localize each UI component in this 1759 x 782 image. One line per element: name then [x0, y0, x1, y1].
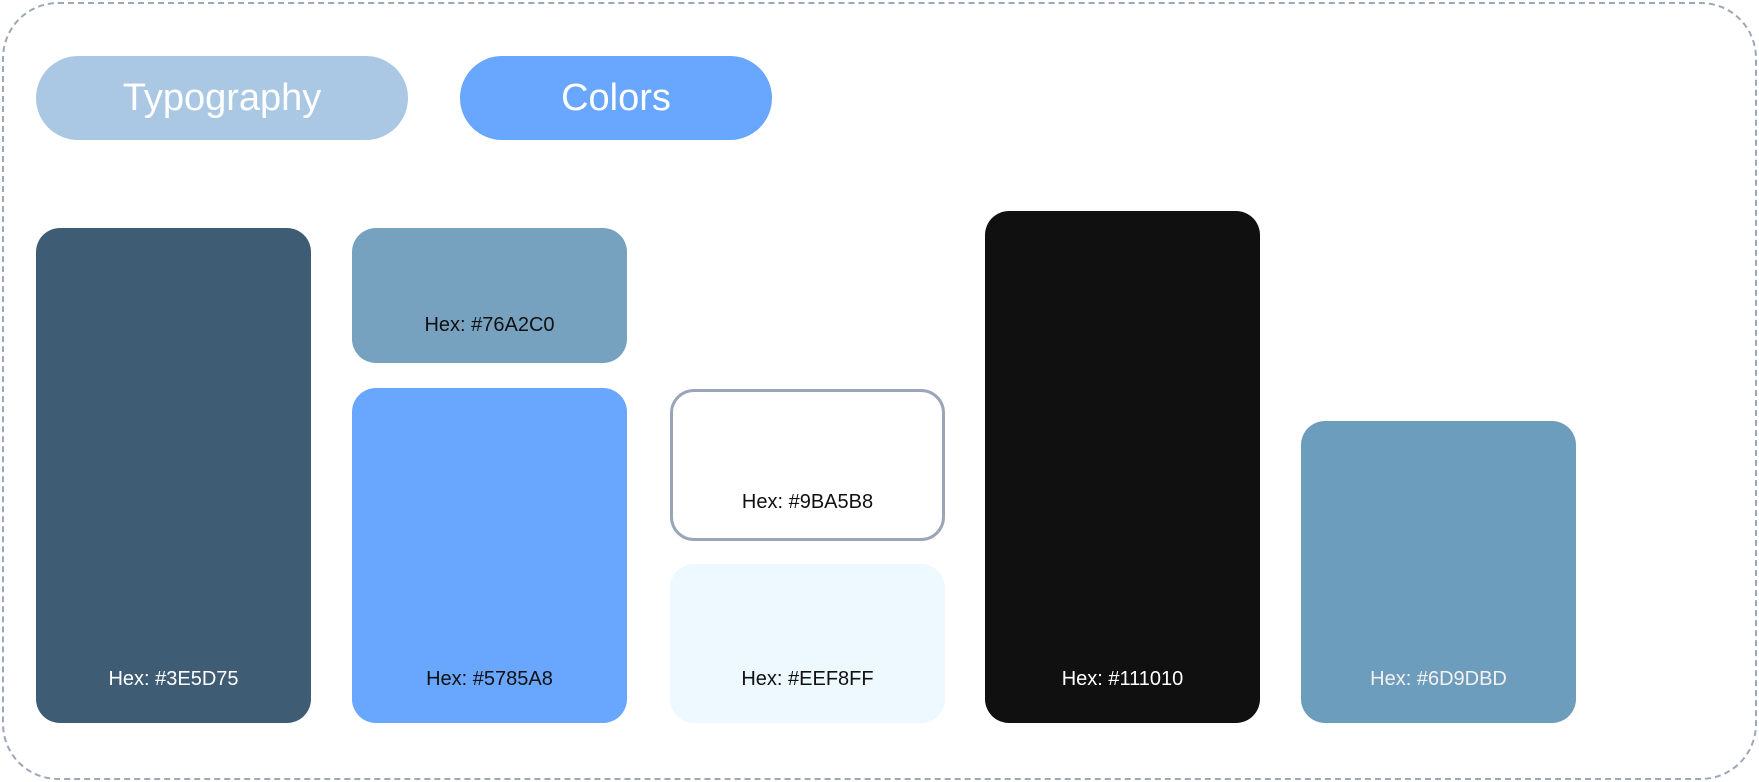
color-swatch-6d9dbd: Hex: #6D9DBD: [1301, 421, 1576, 723]
color-swatch-3e5d75: Hex: #3E5D75: [36, 228, 311, 723]
tab-typography[interactable]: Typography: [36, 56, 408, 140]
swatch-hex-label: Hex: #9BA5B8: [741, 491, 874, 513]
color-swatch-eef8ff: Hex: #EEF8FF: [670, 564, 945, 723]
color-swatch-76a2c0: Hex: #76A2C0: [352, 228, 627, 363]
swatch-hex-label: Hex: #5785A8: [426, 668, 553, 690]
swatch-hex-label: Hex: #111010: [1061, 668, 1184, 690]
swatch-hex-label: Hex: #76A2C0: [424, 314, 555, 336]
color-swatch-5785a8: Hex: #5785A8: [352, 388, 627, 723]
color-swatch-9ba5b8: Hex: #9BA5B8: [670, 389, 945, 541]
swatch-hex-label: Hex: #EEF8FF: [741, 668, 874, 690]
swatch-hex-label: Hex: #3E5D75: [108, 668, 239, 690]
tab-colors[interactable]: Colors: [460, 56, 772, 140]
swatch-hex-label: Hex: #6D9DBD: [1370, 668, 1507, 690]
color-swatch-111010: Hex: #111010: [985, 211, 1260, 723]
